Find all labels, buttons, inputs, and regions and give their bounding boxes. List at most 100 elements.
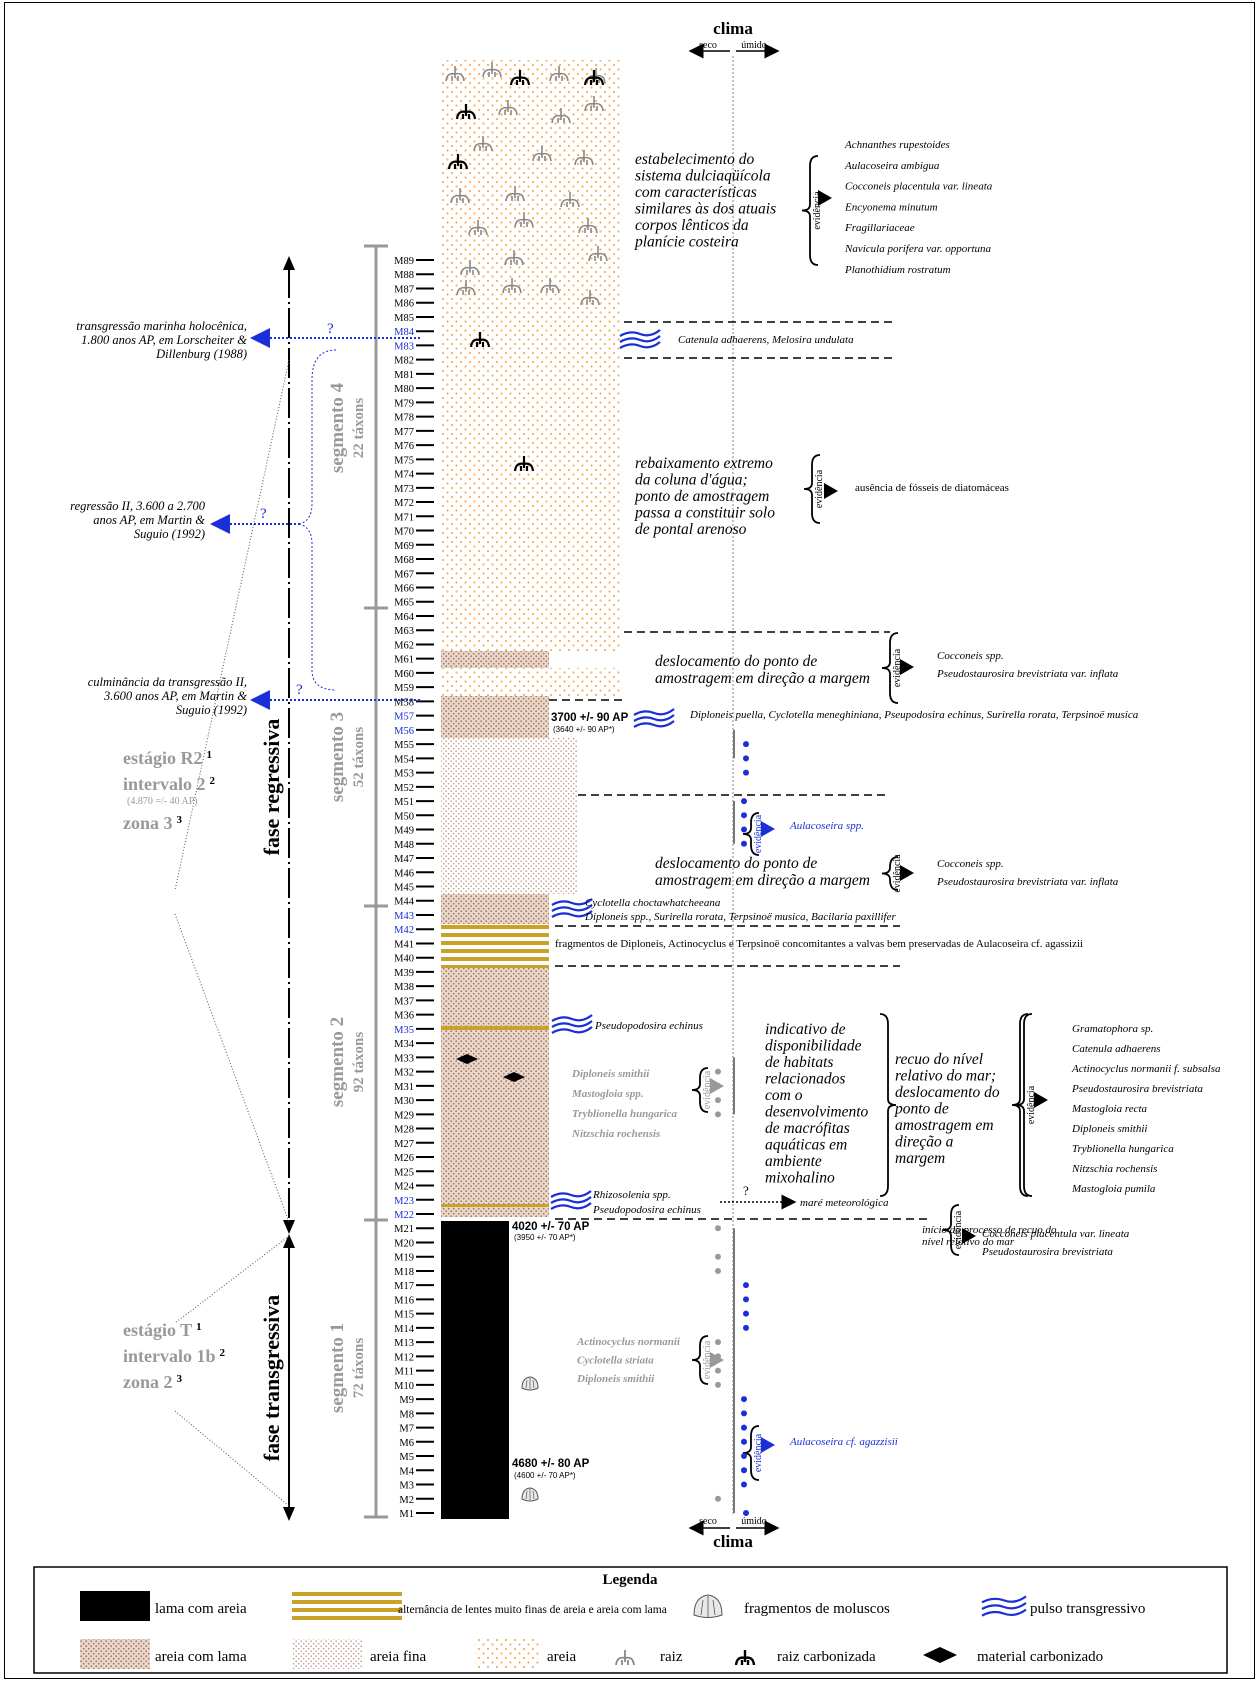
sample-label-M65: M65: [394, 598, 414, 609]
text-line: corpos lênticos da: [635, 217, 749, 234]
legend-title: Legenda: [602, 1572, 658, 1588]
occurrence-dots: [715, 729, 749, 1516]
event-annotations: transgressão marinha holocênica, 1.800 a…: [70, 319, 420, 717]
svg-text:evidência: evidência: [892, 854, 903, 893]
text-line: Actinocyclus normanii f. subsalsa: [1071, 1063, 1221, 1075]
text-line: Cocconeis placentula var. lineata: [845, 181, 993, 193]
umido-label-bottom: úmido: [741, 1516, 767, 1527]
occurrence-dot: [715, 1381, 721, 1388]
sample-label-M85: M85: [394, 313, 414, 324]
brace: [1011, 1013, 1029, 1197]
text-line: deslocamento do: [895, 1084, 1000, 1101]
sample-label-M21: M21: [394, 1224, 414, 1235]
svg-text:regressão II, 3.600 a 2.700: regressão II, 3.600 a 2.700: [70, 499, 206, 513]
pulse-wave: [551, 1020, 593, 1028]
sample-label-M31: M31: [394, 1082, 414, 1093]
evidence-brackets: evidência evidência evidência evidência evid…: [691, 155, 1048, 1481]
sample-label-M76: M76: [394, 441, 414, 452]
sample-label-M53: M53: [394, 769, 414, 780]
segment-2-taxa: 92 táxons: [351, 1032, 367, 1093]
date-4680: 4680 +/- 80 AP: [512, 1458, 590, 1470]
carbonized-root-symbols: [447, 70, 605, 472]
sample-label-M82: M82: [394, 356, 414, 367]
occurrence-dot: [741, 1481, 747, 1488]
sample-label-M81: M81: [394, 370, 414, 381]
root-icon: [578, 218, 598, 234]
sample-label-M87: M87: [394, 284, 414, 295]
svg-text:alternância de lentes muito fi: alternância de lentes muito finas de are…: [398, 1604, 667, 1616]
evidencia-label: evidência: [814, 469, 825, 508]
svg-text:evidência: evidência: [892, 648, 903, 687]
sample-label-M5: M5: [399, 1452, 414, 1463]
text-line: relacionados: [765, 1071, 845, 1088]
sample-label-M1: M1: [399, 1509, 414, 1520]
svg-text:material carbonizado: material carbonizado: [977, 1649, 1103, 1665]
evidencia-label: evidência: [753, 1433, 764, 1472]
sample-label-M88: M88: [394, 270, 414, 281]
occurrence-dot: [743, 755, 749, 762]
svg-text:intervalo 1b2: intervalo 1b2: [123, 1346, 226, 1366]
svg-text:Pseudostaurosira brevistriata: Pseudostaurosira brevistriata: [981, 1246, 1113, 1258]
sample-label-M24: M24: [394, 1182, 415, 1193]
root-icon: [586, 68, 606, 84]
evidence-arrow: [761, 821, 775, 837]
root-icon: [455, 104, 477, 120]
occurrence-dot: [741, 1453, 747, 1460]
sample-label-M41: M41: [394, 939, 414, 950]
evidence-arrow: [710, 1352, 724, 1368]
pulse-wave: [633, 714, 675, 722]
sample-label-M37: M37: [394, 996, 414, 1007]
occurrence-dot: [743, 1282, 749, 1289]
sample-label-M68: M68: [394, 555, 414, 566]
sample-label-M74: M74: [394, 470, 415, 481]
root-icon: [456, 280, 476, 296]
sample-label-M73: M73: [394, 484, 414, 495]
svg-text:Cocconeis placentula var. line: Cocconeis placentula var. lineata: [982, 1228, 1130, 1240]
text-line: Tryblionella hungarica: [572, 1108, 678, 1120]
text-line: Catenula adhaerens: [1072, 1043, 1161, 1055]
sample-label-M79: M79: [394, 398, 414, 409]
root-icon: [445, 66, 465, 82]
svg-text:estágio T1: estágio T1: [123, 1320, 202, 1340]
svg-text:transgressão marinha holocênic: transgressão marinha holocênica,: [76, 319, 247, 333]
svg-text:Diploneis puella, Cyclotella m: Diploneis puella, Cyclotella meneghinian…: [689, 709, 1139, 721]
evidencia-label: evidência: [892, 648, 903, 687]
mare-label: maré meteorológica: [800, 1197, 889, 1209]
sample-label-M48: M48: [394, 840, 414, 851]
occurrence-dot: [741, 826, 747, 833]
svg-text:Rhizosolenia spp.: Rhizosolenia spp.: [592, 1189, 671, 1201]
sample-label-M80: M80: [394, 384, 414, 395]
sample-label-M51: M51: [394, 797, 414, 808]
pulse-wave: [550, 1202, 592, 1210]
root-icon: [615, 1650, 635, 1666]
sample-label-M29: M29: [394, 1110, 414, 1121]
segment-2-name: segmento 2: [327, 1017, 348, 1107]
svg-text:nível relativo do mar: nível relativo do mar: [922, 1236, 1015, 1248]
segment-4-name: segmento 4: [327, 382, 348, 473]
svg-text:intervalo 22: intervalo 22: [123, 774, 216, 794]
evidencia-label: evidência: [892, 854, 903, 893]
svg-text:(3640 +/- 90 AP*): (3640 +/- 90 AP*): [553, 725, 615, 734]
svg-text:deslocamento do ponto de: deslocamento do ponto de: [655, 855, 817, 872]
svg-text:culminância da transgressão II: culminância da transgressão II,: [88, 675, 247, 689]
evidencia-label: evidência: [702, 1070, 713, 1109]
svg-text:Pseudostaurosira brevistriata: Pseudostaurosira brevistriata var. infla…: [936, 668, 1119, 680]
pulse-wave: [551, 1014, 593, 1022]
occurrence-dot: [741, 798, 747, 805]
sample-label-M18: M18: [394, 1267, 414, 1278]
segment-bracket: [364, 244, 388, 1519]
sand-layer-m59: [441, 668, 621, 696]
sample-ticks: [416, 259, 434, 1514]
segment-1-name: segmento 1: [327, 1323, 348, 1413]
occurrence-dot: [743, 1324, 749, 1331]
root-icon: [560, 192, 580, 208]
text-line: Aulacoseira ambigua: [844, 160, 940, 172]
diagram-frame: [4, 2, 1255, 1679]
svg-text:Pseudopodosira echinus: Pseudopodosira echinus: [594, 1020, 703, 1032]
svg-text:evidência: evidência: [702, 1070, 713, 1109]
occurrence-dot: [743, 769, 749, 776]
brace: [742, 812, 760, 856]
occurrence-dot: [715, 1339, 721, 1346]
mud-with-sand-layer: [441, 1221, 509, 1519]
